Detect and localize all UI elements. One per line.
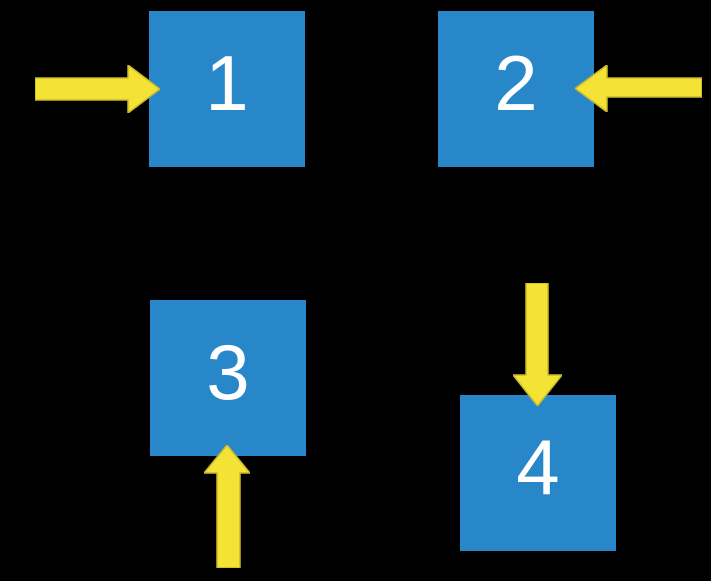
square-4-label: 4 — [516, 423, 560, 511]
arrow-down-shape — [513, 283, 562, 406]
square-3-label: 3 — [206, 328, 250, 416]
arrow-up-shape — [204, 445, 250, 568]
square-4[interactable]: 4 — [460, 395, 616, 551]
square-3[interactable]: 3 — [150, 300, 306, 456]
arrow-left-icon — [575, 65, 702, 112]
arrow-down-icon — [513, 283, 562, 406]
arrow-right-icon — [35, 65, 160, 113]
square-1-label: 1 — [205, 39, 249, 127]
arrow-left-shape — [575, 65, 702, 112]
arrow-up-icon — [204, 445, 250, 568]
arrow-right-shape — [35, 65, 160, 113]
square-2-label: 2 — [494, 39, 538, 127]
square-2[interactable]: 2 — [438, 11, 594, 167]
square-1[interactable]: 1 — [149, 11, 305, 167]
